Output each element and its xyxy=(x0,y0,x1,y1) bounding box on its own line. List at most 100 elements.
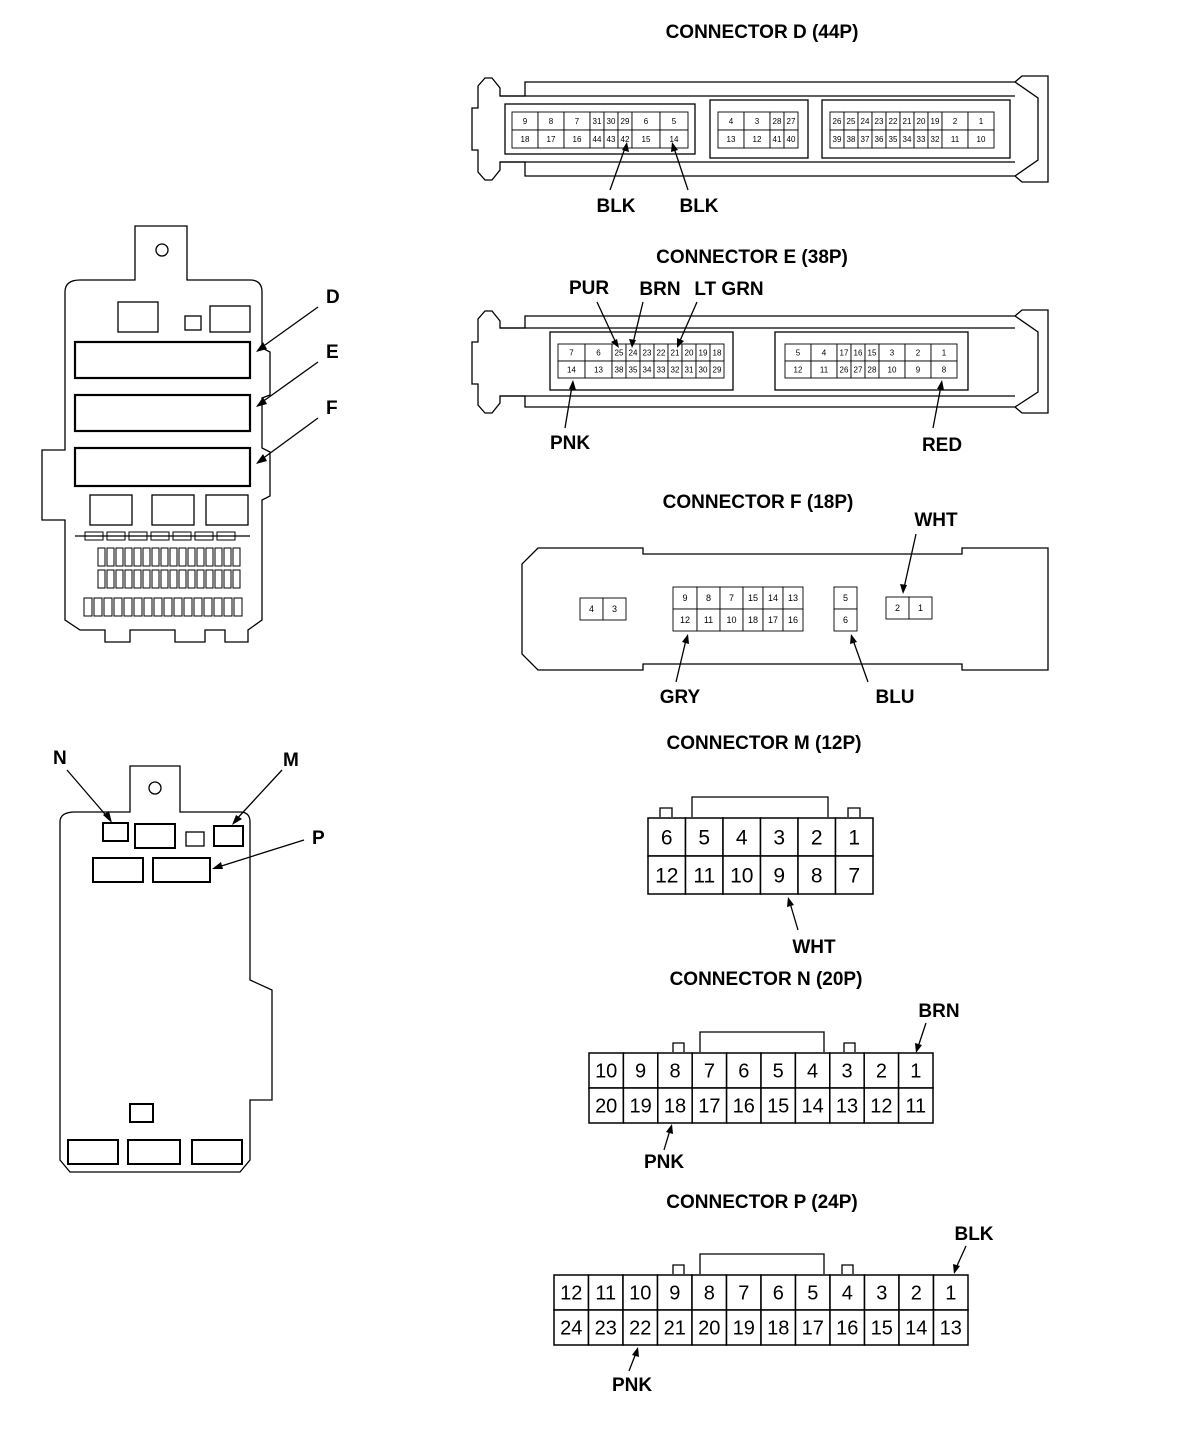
pin-label: 12 xyxy=(753,135,762,144)
fuse-slot xyxy=(233,597,243,617)
fuse-slot xyxy=(150,531,170,541)
pin-label: 25 xyxy=(847,117,856,126)
pin-label: 2 xyxy=(811,827,823,850)
pin-label: 6 xyxy=(644,117,649,126)
callout-group-nmp: N M P xyxy=(53,748,325,869)
pin-label: 13 xyxy=(836,1096,858,1118)
pin-label: 19 xyxy=(931,117,940,126)
pin-label: 1 xyxy=(945,1283,956,1305)
fuse-slot xyxy=(232,569,241,589)
connector-f-wire-wht: WHT xyxy=(914,510,958,531)
pin-cell xyxy=(794,1274,831,1311)
pin-cell xyxy=(553,1309,590,1346)
pin-label: 37 xyxy=(861,135,870,144)
pin-label: 11 xyxy=(820,365,829,374)
pin-label: 8 xyxy=(669,1061,680,1083)
fuse-slot xyxy=(133,569,142,589)
pin-label: 34 xyxy=(643,365,652,374)
fuse-slot xyxy=(106,569,115,589)
pin-label: 10 xyxy=(629,1283,651,1305)
fuse-box-front-view xyxy=(41,225,271,643)
pin-label: 3 xyxy=(876,1283,887,1305)
pin-cell xyxy=(553,1274,590,1311)
pin-label: 16 xyxy=(733,1096,755,1118)
pin-cell xyxy=(897,1052,934,1089)
pin-label: 27 xyxy=(854,365,863,374)
pin-label: 40 xyxy=(787,135,796,144)
pin-label: 30 xyxy=(699,365,708,374)
connector-m-wire-wht: WHT xyxy=(792,937,836,958)
fuse-slot xyxy=(214,569,223,589)
fuse-slot xyxy=(187,547,196,567)
pin-label: 2 xyxy=(911,1283,922,1305)
pin-cell xyxy=(863,1087,900,1124)
pin-label: 28 xyxy=(773,117,782,126)
fuse-slot xyxy=(97,569,106,589)
pin-cell xyxy=(657,1087,693,1124)
pin-label: 13 xyxy=(788,593,798,603)
pin-cell xyxy=(863,1052,900,1089)
fuse-slot xyxy=(128,531,148,541)
pin-label: 20 xyxy=(917,117,926,126)
pin-label: 24 xyxy=(629,348,638,357)
pin-label: 8 xyxy=(549,117,554,126)
pin-label: 2 xyxy=(916,348,921,357)
pin-label: 31 xyxy=(685,365,694,374)
fuse-slot xyxy=(83,597,93,617)
fuse-slot xyxy=(151,569,160,589)
connector-d-wire-blk-2: BLK xyxy=(679,196,718,217)
callout-label-p: P xyxy=(312,828,325,849)
pin-label: 5 xyxy=(698,827,710,850)
pin-label: 16 xyxy=(788,615,798,625)
pin-label: 26 xyxy=(840,365,849,374)
pin-label: 23 xyxy=(595,1318,617,1340)
fuse-slot xyxy=(214,547,223,567)
pin-label: 4 xyxy=(807,1061,818,1083)
callout-label-e: E xyxy=(326,342,339,363)
fuse-slot xyxy=(93,597,103,617)
pin-label: 5 xyxy=(843,593,848,603)
fuse-slot xyxy=(169,569,178,589)
pin-label: 12 xyxy=(794,365,803,374)
pin-label: 8 xyxy=(706,593,711,603)
fuse-slot xyxy=(223,597,233,617)
connector-p-wire-blk: BLK xyxy=(954,1224,993,1245)
connector-e-wire-lt-grn: LT GRN xyxy=(694,279,763,300)
pin-label: 8 xyxy=(942,365,947,374)
pin-label: 5 xyxy=(672,117,677,126)
pin-cell xyxy=(760,1309,797,1346)
fuse-slot xyxy=(113,597,123,617)
pin-label: 22 xyxy=(657,348,666,357)
pin-label: 6 xyxy=(738,1061,749,1083)
fuse-slot xyxy=(213,597,223,617)
pin-label: 20 xyxy=(595,1096,617,1118)
callout-label-m: M xyxy=(283,750,299,771)
connector-d-wire-blk-1: BLK xyxy=(596,196,635,217)
fuse-slot xyxy=(194,531,214,541)
pin-label: 15 xyxy=(871,1318,893,1340)
pin-label: 12 xyxy=(560,1283,582,1305)
pin-cell xyxy=(932,1274,969,1311)
pin-label: 7 xyxy=(848,865,860,888)
pin-label: 35 xyxy=(629,365,638,374)
pin-label: 19 xyxy=(699,348,708,357)
fuse-slot xyxy=(216,531,236,541)
fuse-slot xyxy=(142,569,151,589)
connector-f-wire-blu: BLU xyxy=(875,687,914,708)
fuse-slot xyxy=(115,547,124,567)
pin-label: 41 xyxy=(773,135,782,144)
pin-cell xyxy=(898,1309,935,1346)
callout-label-f: F xyxy=(326,398,338,419)
pin-label: 14 xyxy=(567,365,576,374)
pin-label: 7 xyxy=(575,117,580,126)
pin-cell xyxy=(833,608,858,632)
fuse-slot xyxy=(142,547,151,567)
connector-e-title: CONNECTOR E (38P) xyxy=(656,247,848,268)
pin-label: 14 xyxy=(768,593,778,603)
connector-e-wire-red: RED xyxy=(922,435,962,456)
pin-label: 6 xyxy=(596,348,601,357)
pin-label: 15 xyxy=(748,593,758,603)
connector-n-wire-pnk: PNK xyxy=(644,1152,684,1173)
